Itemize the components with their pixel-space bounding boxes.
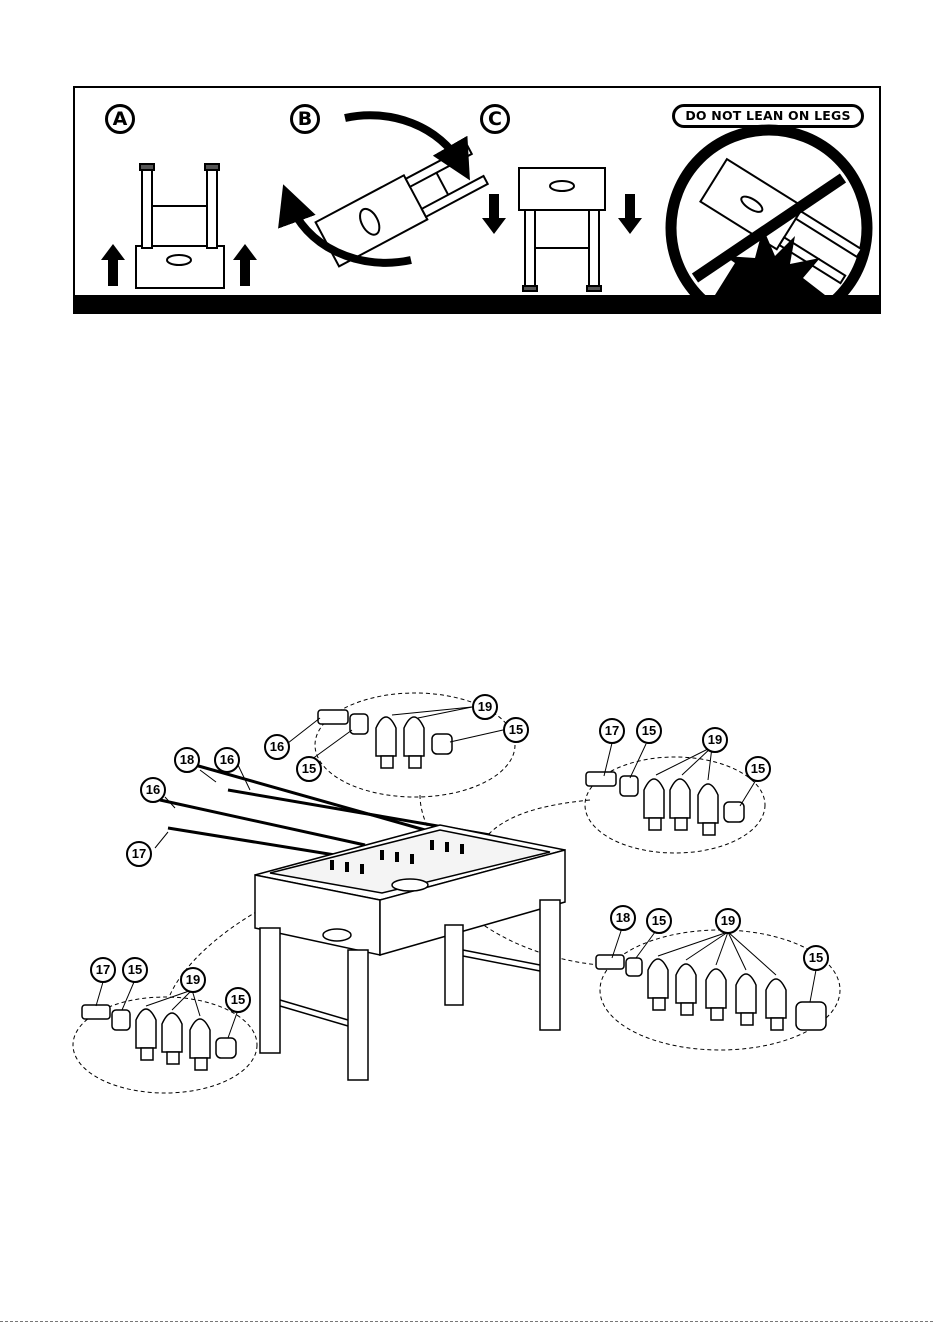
callout-15-top-right: 15: [503, 717, 529, 743]
callout-15-right-top-b: 15: [745, 756, 771, 782]
callout-16-rod-a: 16: [214, 747, 240, 773]
callout-19-top: 19: [472, 694, 498, 720]
callout-15-left-a: 15: [122, 957, 148, 983]
callout-18-rod: 18: [174, 747, 200, 773]
callout-19-right-bottom: 19: [715, 908, 741, 934]
callout-18-right-bottom: 18: [610, 905, 636, 931]
callout-15-right-top-a: 15: [636, 718, 662, 744]
callout-15-right-bottom-a: 15: [646, 908, 672, 934]
callout-15-top-left: 15: [296, 756, 322, 782]
right-top-group-parts: [586, 772, 744, 835]
callout-17-left: 17: [90, 957, 116, 983]
left-group-parts: [82, 1005, 236, 1070]
top-group-parts: [318, 710, 452, 768]
callout-17-rod: 17: [126, 841, 152, 867]
callout-15-left-b: 15: [225, 987, 251, 1013]
right-bottom-group-parts: [596, 955, 826, 1030]
callout-19-right-top: 19: [702, 727, 728, 753]
callout-16-top: 16: [264, 734, 290, 760]
callout-19-left: 19: [180, 967, 206, 993]
callout-17-right-top: 17: [599, 718, 625, 744]
callout-15-right-bottom-b: 15: [803, 945, 829, 971]
page-edge-rule: [0, 1321, 933, 1322]
callout-16-rod-b: 16: [140, 777, 166, 803]
